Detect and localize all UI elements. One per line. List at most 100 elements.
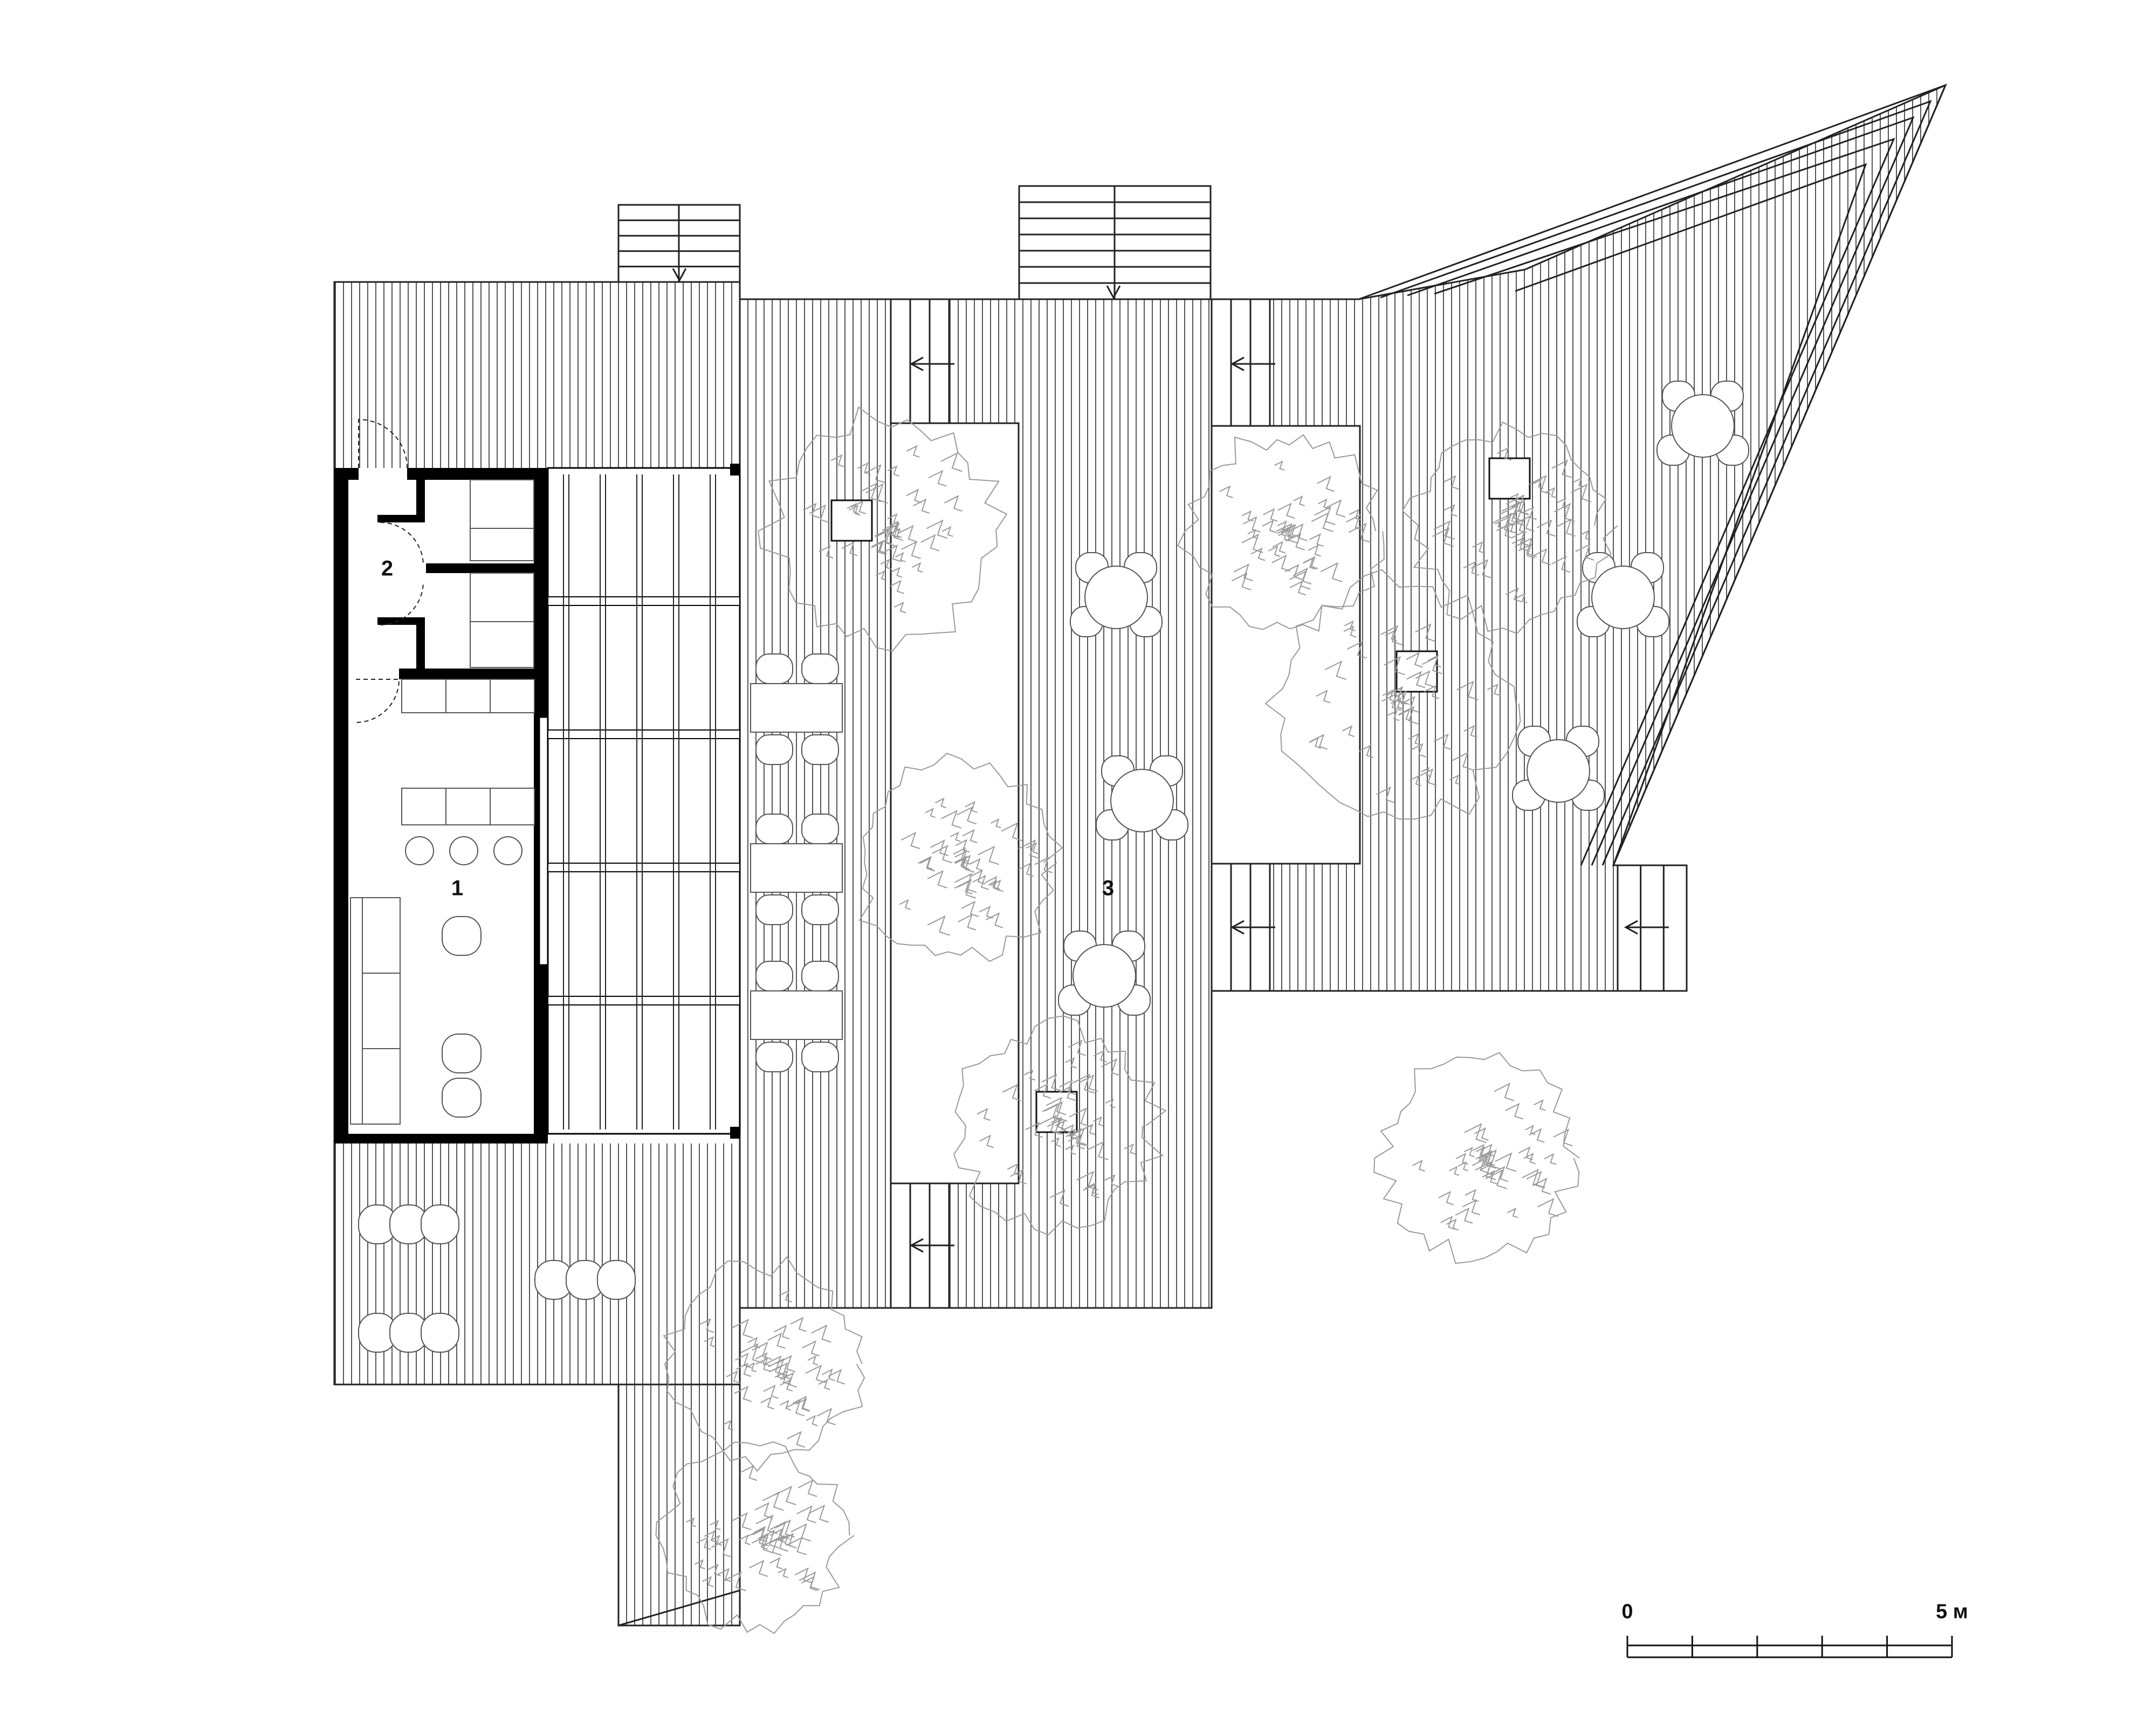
tree-foliage bbox=[776, 1355, 796, 1373]
tree-foliage bbox=[1557, 497, 1569, 508]
door-swing-wc-1 bbox=[380, 522, 424, 566]
tree-foliage bbox=[774, 1370, 792, 1386]
tree-foliage bbox=[1494, 1152, 1517, 1172]
tree-foliage bbox=[695, 1559, 706, 1569]
tree-foliage bbox=[1446, 1218, 1459, 1231]
door-swing-entry bbox=[358, 418, 408, 469]
tree-foliage bbox=[1387, 709, 1400, 721]
tree-foliage bbox=[1477, 1151, 1493, 1166]
chair bbox=[801, 1042, 839, 1072]
wall-south bbox=[334, 1134, 548, 1143]
tree-foliage bbox=[1068, 1127, 1089, 1146]
bar-stool-3 bbox=[493, 836, 523, 865]
tree-foliage bbox=[1026, 842, 1040, 855]
tree-foliage bbox=[1485, 1169, 1508, 1189]
deck-east-edge-5 bbox=[1515, 163, 1867, 866]
tree-foliage bbox=[1289, 580, 1307, 596]
tree-foliage bbox=[1247, 529, 1258, 539]
tree-foliage bbox=[1359, 745, 1374, 759]
tree-foliage bbox=[940, 452, 963, 472]
tree-foliage bbox=[1452, 752, 1473, 770]
tree-foliage bbox=[1465, 1189, 1479, 1202]
tree-foliage bbox=[954, 850, 970, 865]
tree-foliage bbox=[1438, 1190, 1454, 1205]
tree-foliage bbox=[816, 1408, 836, 1425]
tree-foliage bbox=[1344, 620, 1356, 631]
tree-foliage bbox=[739, 1534, 751, 1545]
tree-foliage bbox=[1400, 695, 1419, 713]
tree-foliage bbox=[821, 1368, 835, 1381]
tree-foliage bbox=[913, 498, 930, 514]
tree-foliage bbox=[882, 544, 902, 562]
tree-foliage bbox=[979, 905, 993, 919]
tree-foliage bbox=[1494, 1083, 1515, 1101]
tree-foliage bbox=[704, 1530, 718, 1543]
tree-foliage bbox=[893, 601, 906, 614]
chair bbox=[801, 894, 839, 925]
wc-fixture-4 bbox=[470, 621, 534, 668]
tree-foliage bbox=[1050, 1136, 1061, 1147]
tree-foliage bbox=[1250, 547, 1266, 561]
tree-foliage bbox=[1304, 556, 1318, 569]
tree-foliage bbox=[1345, 514, 1364, 531]
tree-foliage bbox=[790, 1523, 811, 1542]
stall-wall-4 bbox=[377, 617, 425, 625]
pergola-beam bbox=[547, 729, 740, 739]
tree-foliage bbox=[698, 1318, 714, 1333]
tree-foliage bbox=[954, 856, 969, 870]
tree-foliage bbox=[1516, 593, 1528, 604]
trees bbox=[655, 406, 1618, 1634]
tree-foliage bbox=[1068, 1039, 1086, 1056]
tree-foliage bbox=[887, 465, 899, 477]
tree-canopy bbox=[858, 753, 1063, 962]
tree-foliage bbox=[1463, 725, 1477, 738]
bar-stool-1 bbox=[405, 836, 434, 865]
tree-foliage bbox=[1415, 623, 1435, 642]
tree-foliage bbox=[985, 912, 1003, 928]
tree-foliage bbox=[1545, 487, 1557, 499]
tree-foliage bbox=[1093, 1116, 1104, 1127]
tree-foliage bbox=[876, 529, 892, 545]
round-table bbox=[1110, 769, 1174, 832]
tree-foliage bbox=[1525, 1125, 1536, 1135]
column-post bbox=[1488, 457, 1531, 500]
round-table bbox=[1527, 739, 1590, 803]
counter-top-3 bbox=[490, 679, 535, 713]
tree-foliage bbox=[811, 1324, 831, 1343]
tree-foliage bbox=[807, 1355, 819, 1366]
tree-foliage bbox=[1288, 523, 1308, 541]
tree-foliage bbox=[809, 504, 830, 523]
tree-foliage bbox=[927, 915, 950, 936]
tree-foliage bbox=[1072, 1073, 1095, 1094]
tree-foliage bbox=[740, 1465, 758, 1481]
tree-foliage bbox=[801, 1575, 818, 1592]
tree-foliage bbox=[734, 1386, 752, 1402]
bar-counter-3 bbox=[490, 788, 535, 825]
chair bbox=[755, 961, 793, 991]
tree-foliage bbox=[1526, 1170, 1546, 1189]
tree-foliage bbox=[1501, 501, 1524, 522]
tree-foliage bbox=[965, 801, 978, 814]
tree-foliage bbox=[1529, 474, 1551, 495]
counter-top-2 bbox=[445, 679, 491, 713]
tree-foliage bbox=[1293, 567, 1312, 585]
tree-foliage bbox=[928, 470, 947, 487]
tree-foliage bbox=[895, 552, 906, 562]
tree-foliage bbox=[1325, 499, 1346, 518]
tree-foliage bbox=[726, 1370, 740, 1384]
tree-foliage bbox=[860, 483, 882, 502]
tree-foliage bbox=[1463, 1147, 1475, 1158]
tree-foliage bbox=[1409, 775, 1422, 787]
tree-foliage bbox=[1381, 692, 1402, 711]
tree-foliage bbox=[780, 1379, 793, 1392]
bar-stool-2 bbox=[449, 836, 478, 865]
tree-foliage bbox=[1231, 572, 1252, 590]
stair-middle-top bbox=[890, 298, 950, 424]
stall-wall-1 bbox=[416, 468, 425, 519]
tree-foliage bbox=[1533, 1099, 1546, 1111]
tree-foliage bbox=[1309, 736, 1321, 749]
room-label-1: 1 bbox=[451, 876, 464, 900]
planters bbox=[890, 422, 1361, 1184]
tree-foliage bbox=[920, 534, 940, 552]
tree-foliage bbox=[1474, 1127, 1489, 1141]
